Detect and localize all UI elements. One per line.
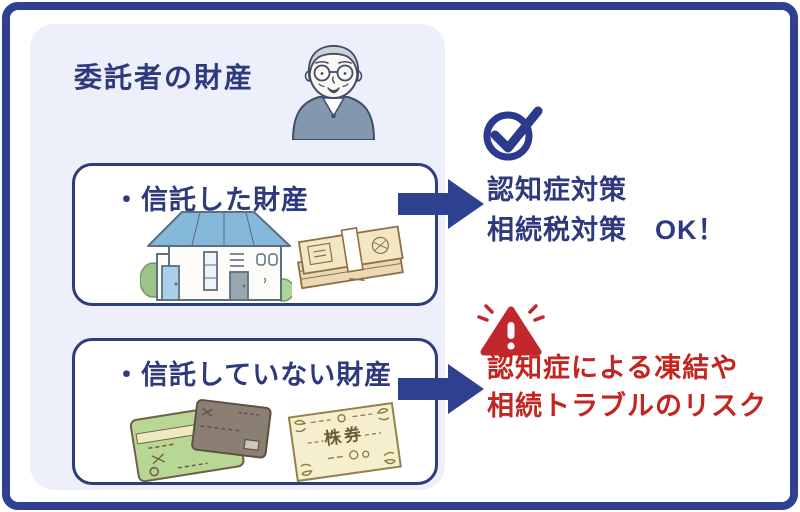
credit-cards-icon (129, 399, 272, 483)
untrusted-assets-label: ・信託していない財産 (113, 360, 393, 390)
outcome-risk-line1: 認知症による凍結や (487, 353, 739, 383)
panel-title: 委託者の財産 (74, 62, 255, 93)
arrow-right-icon-top (398, 179, 484, 229)
stock-certificate-icon: 株券 (287, 401, 402, 483)
check-circle-icon (483, 106, 543, 161)
elderly-man-icon (291, 45, 376, 140)
outcome-ok-line1: 認知症対策 (487, 175, 627, 205)
outcome-ok-line2: 相続税対策 OK！ (487, 215, 726, 245)
house-icon (140, 211, 292, 302)
trusted-assets-label: ・信託した財産 (113, 185, 309, 215)
outcome-ok-text: 認知症対策 相続税対策 OK！ (487, 170, 726, 250)
outcome-risk-text: 認知症による凍結や 相続トラブルのリスク (487, 349, 767, 425)
warning-triangle-icon (477, 304, 545, 356)
settlor-assets-panel: 委託者の財産 ・信託した財産 ・信託し (30, 24, 445, 490)
outcome-risk-line2: 相続トラブルのリスク (487, 391, 767, 421)
arrow-right-icon-bottom (398, 364, 484, 414)
money-bundle-icon (297, 225, 404, 290)
